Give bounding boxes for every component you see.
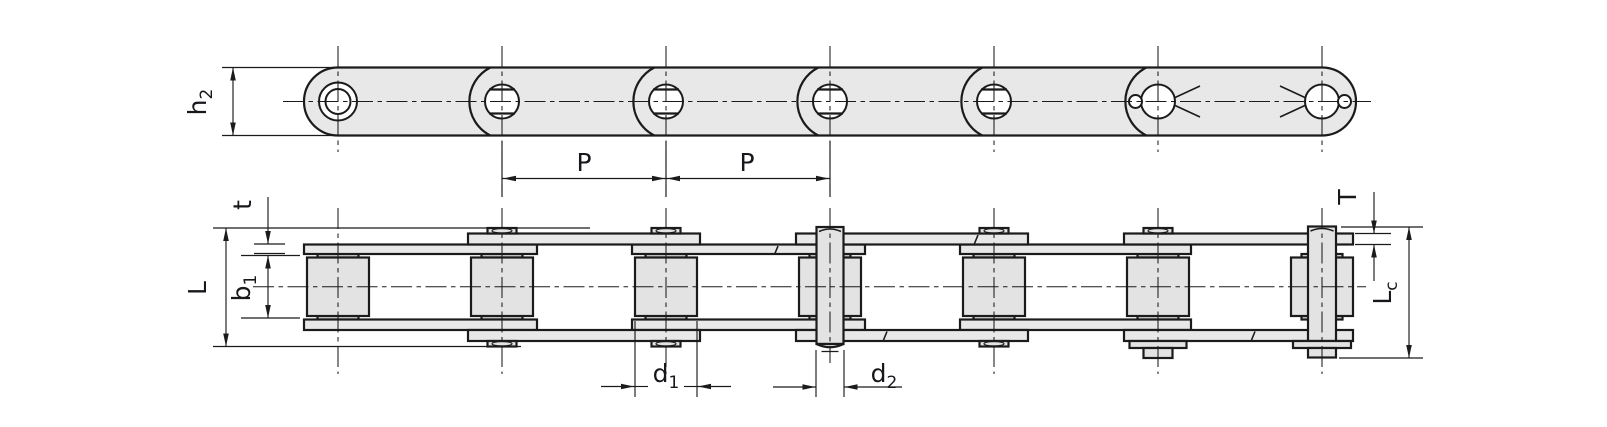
arrowhead [844,384,858,390]
arrowhead [503,175,516,182]
dim-label-p-right-base: P [739,148,754,177]
arrowhead [1406,345,1412,358]
dim-label-t-base: t [228,200,257,210]
arrowhead [230,67,236,81]
plate-break-mark [882,331,888,341]
dim-label-p-left: P [576,148,591,177]
dim-label-h2-base: h [183,99,212,115]
outer-plate-bottom [466,328,702,343]
inner-plate-bottom [302,318,539,332]
dim-label-T-base: T [1333,189,1362,206]
dim-label-d1: d1 [653,359,680,393]
inner-plate-top [958,243,1193,256]
arrowhead [698,383,711,390]
arrowhead [652,175,665,182]
outer-plate-bottom [1122,328,1355,343]
plan-view [253,208,1366,374]
dimension-h2: h2 [183,66,348,137]
arrowhead [265,231,271,244]
dim-label-Lc: Lc [1368,281,1402,304]
arrowhead [1371,244,1377,258]
outer-plate-bottom [794,328,1030,343]
outer-plate-top [1122,232,1355,246]
plate-break-mark [973,234,979,244]
arrowhead [621,383,634,390]
dim-label-h2: h2 [183,89,217,116]
dimension-t: t [228,197,285,255]
arrowhead [230,122,236,136]
dim-label-L: L [183,281,212,295]
inner-plate-top [302,243,539,256]
dim-label-d2-base: d [871,359,887,388]
dim-label-Lc-base: L [1368,291,1397,305]
arrowhead [223,333,229,347]
outer-plate-top [466,232,702,246]
dim-label-b1: b1 [227,275,261,302]
inner-plate-bottom [958,318,1193,332]
dim-label-Lc-sub: c [1382,281,1402,290]
dimension-d1: d1 [601,321,731,397]
dim-label-d2-sub: 2 [887,373,898,393]
dim-label-d1-base: d [653,359,669,388]
dim-label-h2-sub: 2 [197,89,217,100]
arrowhead [667,175,680,182]
rivet-pin-end [650,339,682,348]
dim-label-p-left-base: P [576,148,591,177]
dim-label-T: T [1333,189,1362,206]
dimension-pitch: P P [501,141,831,197]
dim-label-t: t [228,200,257,210]
inner-plate-bottom [630,318,867,332]
dimension-L: L [183,227,590,348]
dim-label-b1-base: b [227,285,256,301]
plate-break-mark [773,245,779,255]
arrowhead [265,305,271,318]
dim-label-p-right: P [739,148,754,177]
dim-label-L-base: L [183,281,212,295]
arrowhead [265,255,271,269]
side-view [283,46,1371,197]
dimension-b1: b1 [227,254,300,319]
dimension-d2: d2 [773,350,902,397]
dim-label-b1-sub: 1 [241,275,261,286]
arrowhead [802,384,816,390]
plate-break-mark [1250,331,1256,341]
outer-plate-top [794,232,1030,246]
arrowhead [1406,227,1412,240]
arrowhead [816,175,829,182]
arrowhead [223,228,229,241]
rivet-pin-end [486,339,518,348]
dim-label-d2: d2 [871,359,898,393]
dimension-Lc: Lc [1339,226,1423,359]
dim-label-d1-sub: 1 [669,373,680,393]
inner-plate-top [630,243,867,256]
rivet-pin-end [978,339,1010,348]
